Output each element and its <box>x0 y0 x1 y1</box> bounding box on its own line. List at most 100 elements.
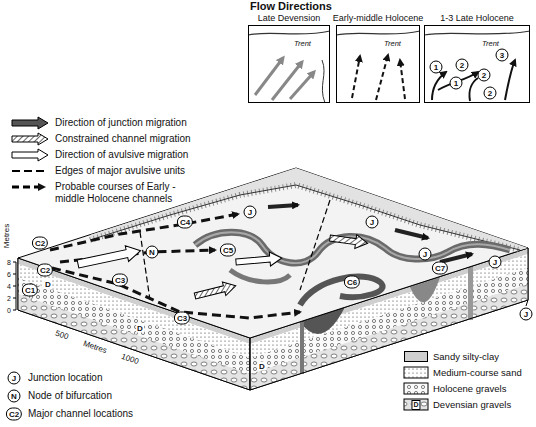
callout-circle: C4 <box>177 216 193 229</box>
legend-text: Probable courses of Early - middle Holoc… <box>55 181 205 205</box>
inset-panel: Late DevensionTrent <box>248 25 330 103</box>
callout-circle: C1 <box>22 284 38 297</box>
callout-circle: C2 <box>37 264 53 277</box>
callout-circle: 1 <box>430 61 443 74</box>
legend-text: Node of bifurcation <box>28 390 112 402</box>
scale-label: 1000 <box>120 352 140 366</box>
legend-symbols <box>404 399 428 410</box>
inset-arrows <box>272 62 302 100</box>
block-surface <box>230 270 290 282</box>
inset-panel: Early-middle HoloceneTrent <box>336 25 420 103</box>
block-faces <box>13 262 16 310</box>
block-faces <box>526 300 528 306</box>
inset-arrows <box>322 60 325 103</box>
unit-letter: D <box>411 400 420 410</box>
callout-circle: C3 <box>112 274 128 287</box>
callout-circle: 1 <box>450 77 463 90</box>
block-surface <box>90 168 528 250</box>
legend-swatch <box>404 351 428 362</box>
block-surface <box>18 168 528 338</box>
unit-letter: D <box>258 362 266 371</box>
legend-symbols <box>12 186 44 189</box>
legend-text: Direction of avulsive migration <box>55 149 188 161</box>
callout-circle: 2 <box>484 87 497 100</box>
block-surface <box>300 200 330 290</box>
inset-arrows <box>290 72 314 99</box>
callout-circle: J <box>8 372 21 385</box>
block-surface <box>140 232 150 300</box>
callout-circle: C6 <box>344 276 360 289</box>
legend-text: Direction of junction migration <box>55 117 187 129</box>
inset-arrows <box>424 31 530 35</box>
block-surface <box>193 279 237 303</box>
unit-letter: D <box>44 280 52 289</box>
callout-circle: 2 <box>456 59 469 72</box>
block-faces <box>468 262 473 320</box>
inset-arrows <box>400 60 405 99</box>
block-surface <box>50 214 238 250</box>
legend-symbols <box>404 367 428 378</box>
callout-circle: J <box>244 206 257 219</box>
scale-number: 8 <box>7 259 11 266</box>
river-name: Trent <box>383 39 402 48</box>
callout-circle: J <box>366 216 379 229</box>
block-faces <box>300 322 304 374</box>
callout-circle: C2 <box>6 408 22 421</box>
legend-symbols <box>12 170 48 172</box>
legend-text: Edges of major avulsive units <box>55 165 185 177</box>
callout-circle: J <box>489 256 502 269</box>
scale-number: 2 <box>7 295 11 302</box>
callout-circle: 3 <box>496 49 509 62</box>
scale-number: 4 <box>7 283 11 290</box>
panel-heading: 1-3 Late Holocene <box>440 13 514 23</box>
callout-circle: C3 <box>174 312 190 325</box>
scale-label: Metres <box>82 339 108 355</box>
block-surface <box>268 205 298 207</box>
block-surface <box>76 243 142 272</box>
unit-letter: D <box>136 324 144 333</box>
callout-circle: J <box>520 308 533 321</box>
block-surface <box>193 279 237 303</box>
scale-label: 500 <box>54 329 70 342</box>
block-surface <box>300 277 383 305</box>
block-surface <box>235 251 282 269</box>
block-surface <box>18 168 528 338</box>
callout-circle: N <box>8 390 21 403</box>
inset-arrows <box>248 31 530 103</box>
river-name: Trent <box>293 39 312 48</box>
panel-heading: Early-middle Holocene <box>333 13 424 23</box>
block-surface <box>440 254 472 262</box>
callout-circle: C2 <box>32 237 48 250</box>
callout-circle: C5 <box>220 244 236 257</box>
legend-symbols <box>404 383 428 394</box>
callout-circle: 2 <box>478 69 491 82</box>
inset-arrows <box>505 60 515 100</box>
river-name: Trent <box>481 39 500 48</box>
callout-circle: C7 <box>432 262 448 275</box>
legend-symbols <box>12 133 48 145</box>
inset-arrows <box>336 31 420 35</box>
callout-circle: J <box>419 248 432 261</box>
panel-heading: Late Devension <box>258 13 321 23</box>
block-surface <box>329 231 369 250</box>
legend-symbols <box>12 149 48 161</box>
legend-text: Constrained channel migration <box>55 133 191 145</box>
block-surface <box>52 268 300 318</box>
legend-text: Holocene gravels <box>433 383 506 394</box>
inset-title: Flow Directions <box>250 0 332 13</box>
inset-arrows <box>376 55 388 100</box>
scale-number: 6 <box>7 271 11 278</box>
block-surface <box>395 230 428 238</box>
legend-text: Devensian gravels <box>433 399 511 410</box>
scale-label: Metres <box>2 224 11 248</box>
legend-text: Medium-course sand <box>433 367 522 378</box>
legend-text: Major channel locations <box>28 408 133 420</box>
block-surface <box>235 251 282 269</box>
callout-circle: N <box>146 246 159 259</box>
scale-number: 0 <box>7 307 11 314</box>
inset-arrows <box>469 78 478 101</box>
legend-text: Sandy silty-clay <box>433 351 499 362</box>
block-surface <box>329 231 369 250</box>
inset-arrows <box>352 56 360 98</box>
